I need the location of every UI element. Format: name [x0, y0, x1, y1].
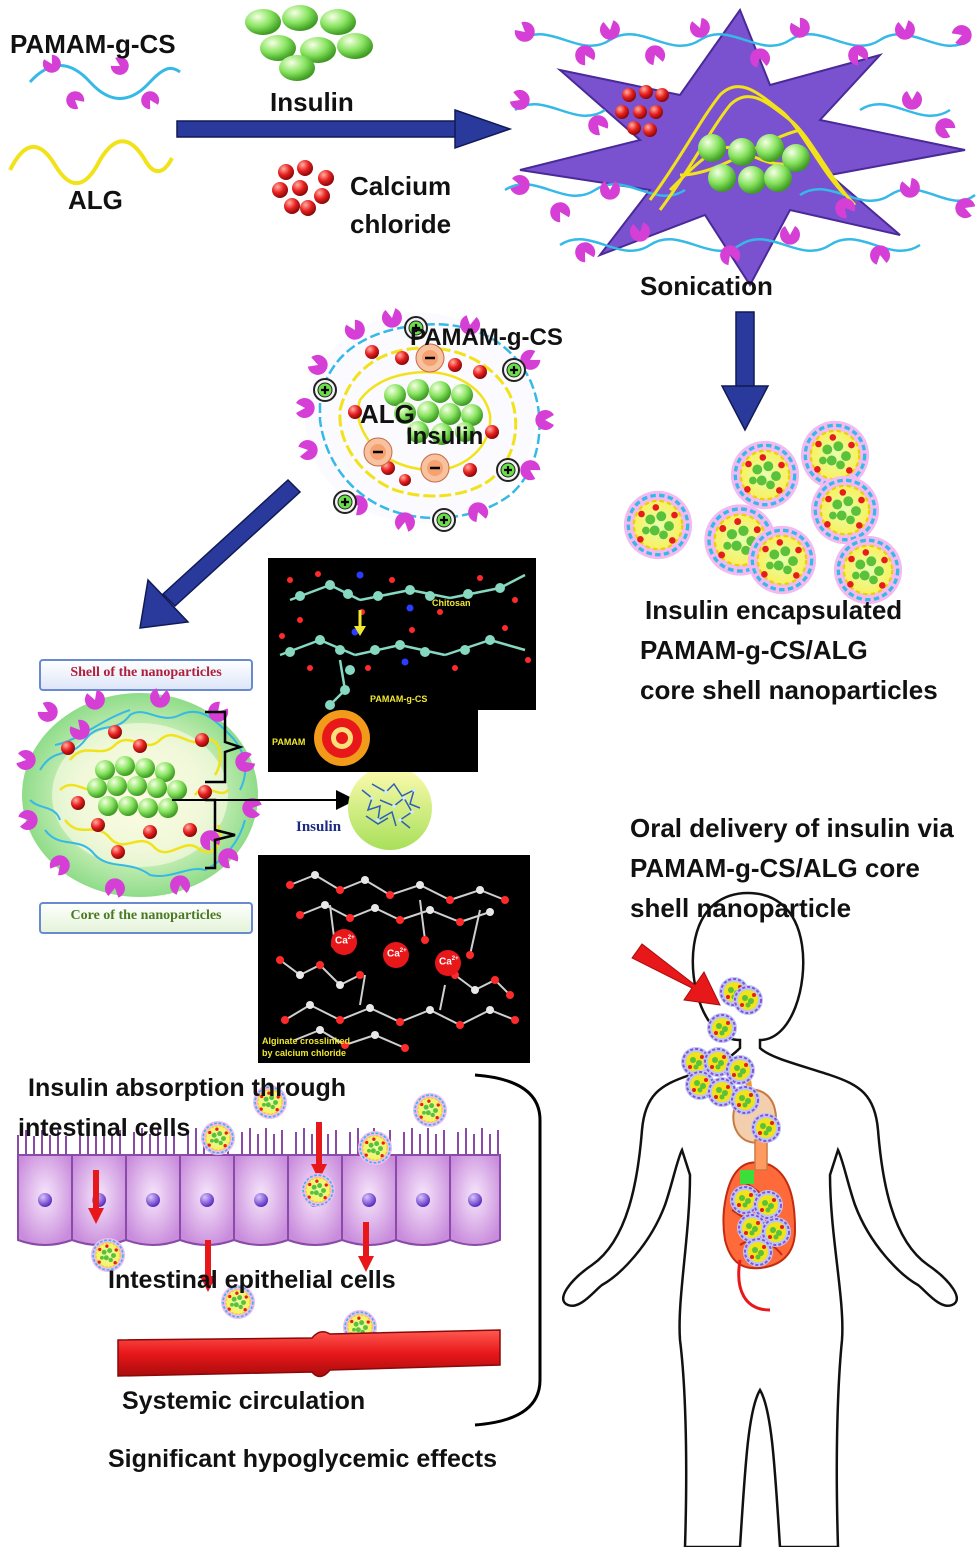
intestinal-epithelium [17, 1084, 501, 1345]
ca-label-1: Ca2+ [335, 935, 355, 947]
np-pamam-label: PAMAM-g-CS [410, 324, 563, 351]
absorption-line2: intestinal cells [18, 1114, 191, 1142]
alg-label: ALG [68, 185, 123, 215]
np-alg-label: ALG [360, 399, 415, 429]
calcium-chloride-icon [272, 160, 334, 216]
epithelial-label: Intestinal epithelial cells [108, 1266, 396, 1294]
insulin-molecule-circle [348, 766, 432, 850]
insulin-cluster-icon [245, 5, 373, 81]
oral-delivery-line3: shell nanoparticle [630, 893, 852, 923]
insulin-label: Insulin [270, 87, 354, 117]
circulation-label: Systemic circulation [122, 1387, 366, 1415]
insulin-molecule-label: Insulin [296, 819, 342, 835]
calcium-label-line1: Calcium [350, 171, 452, 201]
shell-label: Shell of the nanoparticles [70, 665, 222, 680]
encapsulated-line3: core shell nanoparticles [640, 675, 938, 705]
pamam-g-cs-label: PAMAM-g-CS [10, 29, 176, 59]
arrow-down-icon [720, 311, 770, 432]
hypoglycemic-label: Significant hypoglycemic effects [108, 1445, 497, 1473]
nanoparticle-cluster [622, 419, 904, 606]
sonication-mixture [504, 7, 977, 287]
shell-label-box [39, 659, 253, 691]
encapsulated-line2: PAMAM-g-CS/ALG [640, 635, 868, 665]
red-down-arrows [88, 1122, 374, 1292]
shell-bracket [205, 710, 244, 784]
red-arrow-icon [631, 943, 721, 1006]
encapsulated-line1: Insulin encapsulated [645, 595, 903, 625]
alginate-panel [258, 855, 530, 1063]
oral-delivery-line2: PAMAM-g-CS/ALG core [630, 853, 920, 883]
arrow-diagonal-icon [139, 478, 302, 629]
absorption-line1: Insulin absorption through [28, 1074, 347, 1102]
arrow-right-icon [176, 108, 513, 150]
np-insulin-label: Insulin [406, 423, 484, 450]
blood-vessel [117, 1329, 501, 1378]
alginate-line2: by calcium chloride [262, 1048, 347, 1058]
calcium-label-line2: chloride [350, 209, 452, 239]
core-label-box [39, 902, 253, 934]
process-bracket [474, 1073, 542, 1427]
chitosan-label: Chitosan [432, 598, 471, 608]
single-nanoparticle [296, 307, 554, 533]
ca-label-3: Ca2+ [439, 956, 459, 968]
ca-label-2: Ca2+ [387, 948, 407, 960]
pamam-small-label: PAMAM [272, 737, 306, 747]
core-label: Core of the nanoparticles [70, 908, 222, 923]
oral-delivery-line1: Oral delivery of insulin via [630, 813, 954, 843]
pamam-g-cs-strand [28, 52, 181, 113]
alg-strand [8, 139, 174, 186]
chitosan-panel [268, 558, 536, 772]
sonication-label: Sonication [640, 271, 773, 301]
core-shell-nanoparticle [15, 687, 263, 899]
pamam-g-cs-small-label: PAMAM-g-CS [370, 694, 428, 704]
alginate-line1: Alginate crosslinked [262, 1036, 351, 1046]
